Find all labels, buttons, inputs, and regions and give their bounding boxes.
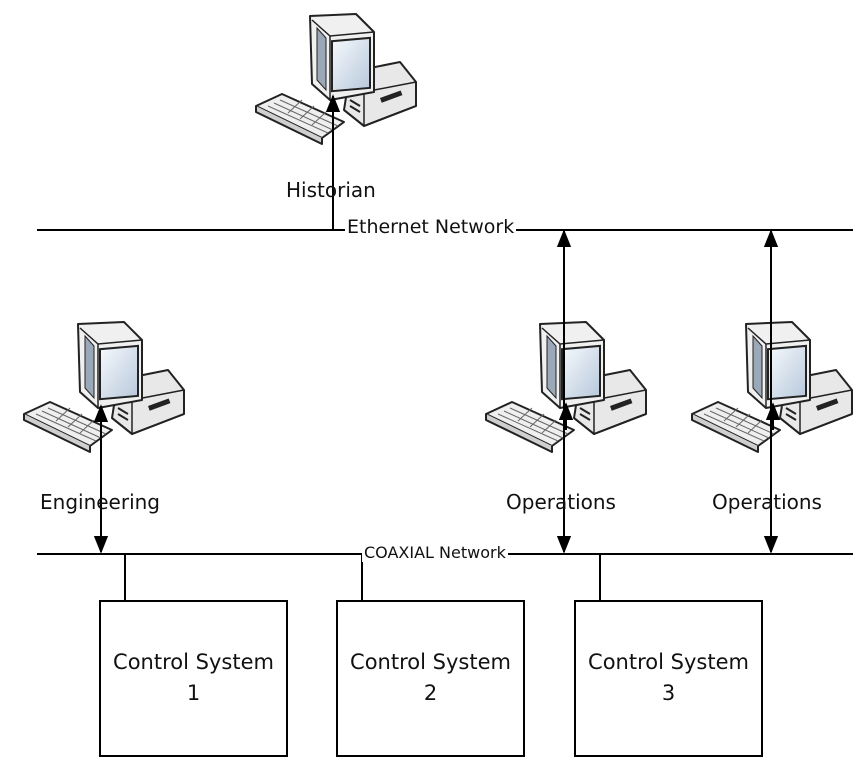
- control-system-2-box: [336, 600, 525, 757]
- control-system-3-number: 3: [661, 681, 676, 705]
- operations-computer-icon-1: [485, 321, 647, 453]
- engineering-label: Engineering: [40, 490, 160, 514]
- control-system-2-number: 2: [423, 681, 438, 705]
- control-system-1-label: Control System 1: [100, 647, 287, 709]
- control-system-1-number: 1: [186, 681, 201, 705]
- operations-label-2: Operations: [712, 490, 822, 514]
- control-system-3-title: Control System: [588, 650, 749, 674]
- operations-label-1: Operations: [506, 490, 616, 514]
- control-system-1-box: [99, 600, 288, 757]
- coaxial-network-label: COAXIAL Network: [362, 543, 508, 562]
- historian-label: Historian: [286, 178, 376, 202]
- control-system-3-box: [574, 600, 763, 757]
- control-system-1-title: Control System: [113, 650, 274, 674]
- engineering-computer-icon: [23, 321, 185, 453]
- ethernet-network-label: Ethernet Network: [345, 216, 517, 238]
- control-system-2-title: Control System: [350, 650, 511, 674]
- control-system-3-label: Control System 3: [575, 647, 762, 709]
- control-system-2-label: Control System 2: [337, 647, 524, 709]
- historian-computer-icon: [255, 13, 417, 145]
